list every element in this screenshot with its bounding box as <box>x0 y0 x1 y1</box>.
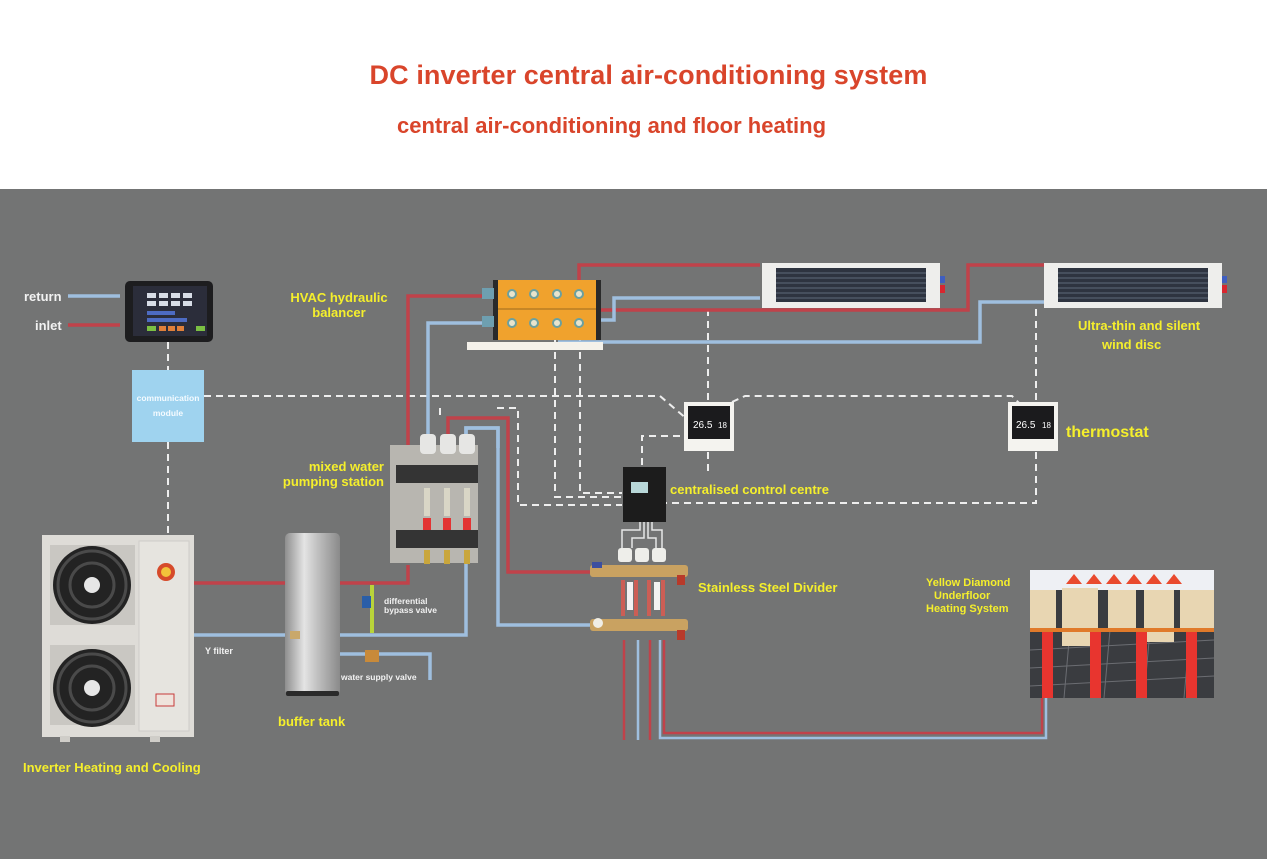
wire-centre-balancer2 <box>579 340 622 494</box>
control-centre <box>621 467 666 548</box>
page-subtitle: central air-conditioning and floor heati… <box>397 113 827 138</box>
hydraulic-balancer-label-2: balancer <box>312 305 366 320</box>
underfloor-label-3: Heating System <box>926 603 1009 615</box>
supply-valve-label: water supply valve <box>341 672 417 682</box>
tablet-controller <box>125 281 213 342</box>
pumping-station <box>390 434 478 564</box>
outdoor-unit-label: Inverter Heating and Cooling <box>23 760 201 775</box>
thermostat-label: thermostat <box>1066 424 1149 441</box>
wire-thermostat-link <box>731 395 1021 405</box>
thermostat-1: 26.5 18 <box>684 402 734 451</box>
underfloor-label: Yellow Diamond Underfloor Heating System <box>926 577 1010 616</box>
wire-centre-thermostat2 <box>660 452 1037 504</box>
bypass-valve-label-2: bypass valve <box>384 605 437 615</box>
wind-disc-label-1: Ultra-thin and silent <box>1078 318 1201 333</box>
pumping-station-label-2: pumping station <box>282 474 384 489</box>
buffer-tank <box>285 533 379 696</box>
outdoor-unit <box>42 535 194 742</box>
hydraulic-balancer-label: HVAC hydraulic balancer <box>286 290 392 320</box>
communication-module-label-1: communication <box>136 393 200 403</box>
communication-module-label-2: module <box>152 408 184 418</box>
header: DC inverter central air-conditioning sys… <box>0 0 1267 190</box>
page-title: DC inverter central air-conditioning sys… <box>369 60 928 90</box>
buffer-tank-label: buffer tank <box>278 714 346 729</box>
wire-centre-thermostat1 <box>641 435 686 465</box>
pumping-station-label: mixed water pumping station <box>274 459 384 489</box>
wire-centre-balancer1 <box>554 340 622 498</box>
underfloor-heating-illustration <box>1029 570 1215 699</box>
thermostat-1-temp: 26.5 <box>693 420 713 431</box>
thermostat-2: 26.5 18 <box>1008 402 1058 451</box>
wire-module-thermostat1 <box>204 395 689 421</box>
legend-inlet-label: inlet <box>35 318 62 333</box>
control-centre-label: centralised control centre <box>670 482 829 497</box>
y-filter-label: Y filter <box>205 646 233 656</box>
thermostat-2-temp: 26.5 <box>1016 420 1036 431</box>
hydraulic-balancer <box>467 280 603 350</box>
control-wires <box>167 305 1037 535</box>
bypass-valve-label-1: differential <box>384 596 428 606</box>
bypass-valve-label: differential bypass valve <box>384 597 437 615</box>
divider-label: Stainless Steel Divider <box>698 580 838 595</box>
hydraulic-balancer-label-1: HVAC hydraulic <box>290 290 388 305</box>
wind-disc-1 <box>762 263 945 308</box>
thermostat-1-set: 18 <box>718 421 727 430</box>
stainless-steel-divider <box>590 548 688 640</box>
wind-disc-label-2: wind disc <box>1102 337 1162 352</box>
wind-disc-2 <box>1044 263 1227 308</box>
underfloor-label-2: Underfloor <box>934 590 991 602</box>
legend-return-label: return <box>24 289 62 304</box>
thermostat-2-set: 18 <box>1042 421 1051 430</box>
underfloor-label-1: Yellow Diamond <box>926 577 1011 589</box>
wire-centre-pump <box>497 407 622 506</box>
pumping-station-label-1: mixed water <box>308 459 384 474</box>
communication-module: communication module <box>132 370 204 442</box>
